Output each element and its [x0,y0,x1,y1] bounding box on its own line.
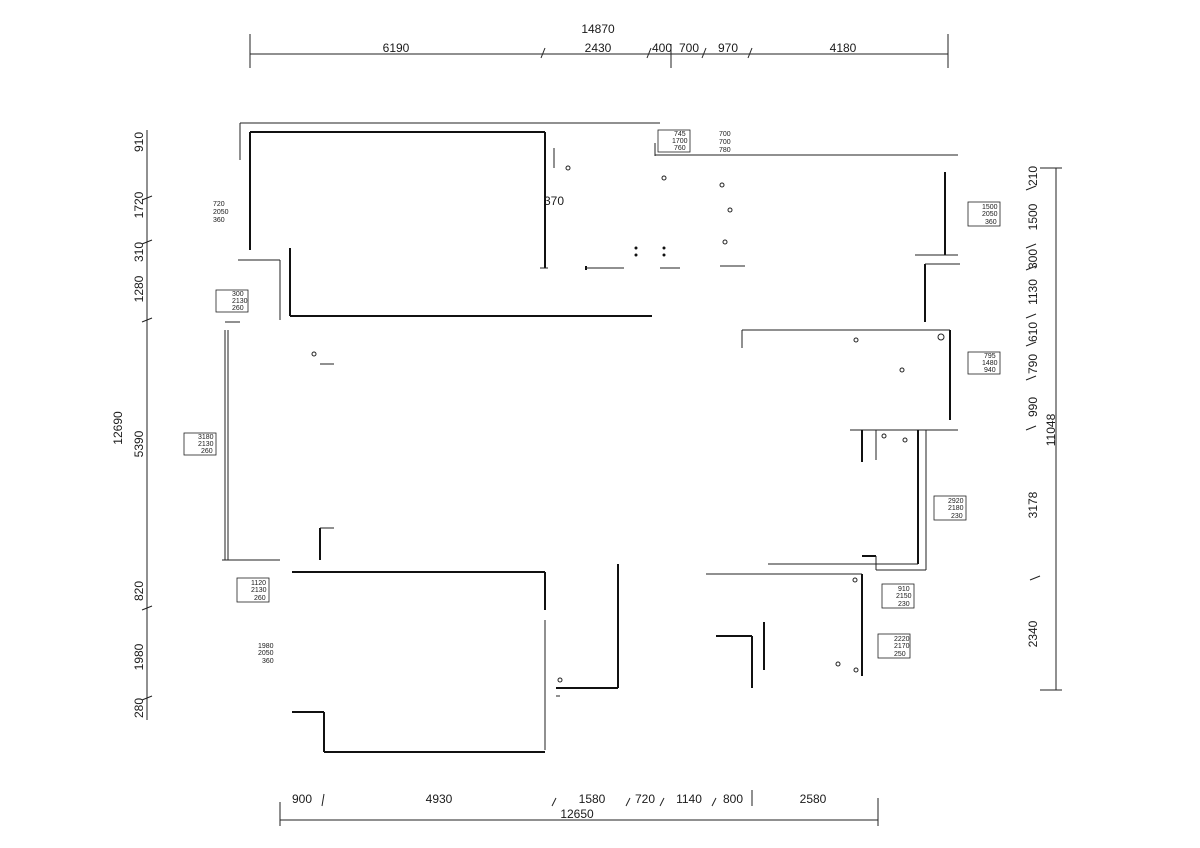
tag-value: 1480 [982,360,998,367]
tag-value: 1500 [982,204,998,211]
right-dimension-7: 990 [1026,397,1040,417]
left-dimension-2: 1720 [132,191,146,218]
left-dimension-1: 910 [132,132,146,152]
tag-value: 910 [898,586,910,593]
tag-value: 230 [951,513,963,520]
right-dimension-6: 790 [1026,354,1040,374]
left-dimension-7: 1980 [132,643,146,670]
window-tag-left-2: 3180 2130 260 [183,432,217,456]
tag-value: 760 [674,145,686,152]
left-dimension-8: 280 [132,698,146,718]
tag-value: 2050 [213,209,229,216]
top-dimension-3: 400 [652,41,672,55]
tag-value: 260 [201,448,213,455]
top-dimension-1: 6190 [383,41,410,55]
tag-value: 2170 [894,643,910,650]
bottom-dimension-5: 1140 [676,792,702,806]
tag-value: 2050 [982,211,998,218]
window-tag-top-mid-a: 745 1700 760 [657,129,691,153]
tag-value: 745 [674,131,686,138]
right-dimension-chain: 210 1500 300 1130 610 790 990 3178 2340 … [1025,166,1062,691]
tag-value: 2150 [896,593,912,600]
right-dimension-3: 300 [1026,249,1040,269]
tag-value: 795 [984,353,996,360]
window-tag-left-4: 1980 2050 360 [258,643,274,665]
tag-value: 360 [985,219,997,226]
top-dimension-2: 2430 [585,41,612,55]
right-dimension-1: 210 [1026,166,1040,186]
tag-value: 230 [898,601,910,608]
right-dimension-8: 3178 [1026,491,1040,518]
bottom-dimension-7: 2580 [800,792,827,806]
left-dimension-3: 310 [132,242,146,262]
window-tag-right-2: 795 1480 940 [967,351,1001,375]
tag-value: 2130 [198,441,214,448]
tag-value: 360 [262,658,274,665]
tag-value: 1120 [251,580,266,587]
annotation-370: 370 [544,194,564,208]
tag-value: 2050 [258,650,274,657]
left-dimension-chain: 910 1720 310 1280 5390 820 1980 280 1269… [111,130,153,720]
tag-value: 720 [213,201,225,208]
tag-value: 260 [254,595,266,602]
left-dimension-5: 5390 [132,430,146,457]
right-dimension-9: 2340 [1026,620,1040,647]
top-dimension-6: 4180 [830,41,857,55]
top-dimension-chain: 14870 6190 2430 400 700 970 4180 [249,22,949,68]
tag-value: 250 [894,651,906,658]
left-total-dimension: 12690 [111,411,125,445]
bottom-total-dimension: 12650 [560,807,594,821]
tag-value: 2130 [251,587,267,594]
tag-value: 2130 [232,298,248,305]
window-tag-right-3: 2920 2180 230 [933,495,967,521]
bottom-dimension-3: 1580 [579,792,606,806]
top-dimension-5: 970 [718,41,738,55]
window-tag-left-1: 300 2130 260 [215,289,249,313]
tag-value: 300 [232,291,244,298]
tag-value: 940 [984,367,996,374]
tag-value: 260 [232,305,244,312]
window-tag-right-4: 910 2150 230 [881,583,915,609]
right-dimension-2: 1500 [1026,203,1040,230]
right-dimension-5: 610 [1026,322,1040,342]
tag-value: 360 [213,217,225,224]
bottom-dimension-2: 4930 [426,792,453,806]
right-dimension-4: 1130 [1026,279,1040,305]
tag-value: 3180 [198,434,214,441]
tag-value: 1700 [672,138,688,145]
tag-value: 780 [719,147,731,154]
window-tag-top-left: 720 2050 360 [213,201,229,224]
tag-value: 700 [719,139,731,146]
window-tag-right-1: 1500 2050 360 [967,201,1001,227]
top-total-dimension: 14870 [581,22,615,36]
tag-value: 1980 [258,643,274,650]
tag-value: 2180 [948,505,964,512]
tag-value: 700 [719,131,731,138]
bottom-dimension-chain: 900 4930 1580 720 1140 800 2580 12650 [279,790,879,826]
bottom-dimension-1: 900 [292,792,312,806]
walls [222,122,960,753]
left-dimension-4: 1280 [132,275,146,302]
left-dimension-6: 820 [132,581,146,601]
tag-value: 2920 [948,498,964,505]
fixture-marks [311,148,945,683]
bottom-dimension-4: 720 [635,792,655,806]
window-tag-left-3: 1120 2130 260 [236,577,270,603]
right-total-dimension: 11048 [1044,413,1058,446]
tag-value: 2220 [894,636,910,643]
top-dimension-4: 700 [679,41,699,55]
window-tag-top-mid-b: 700 700 780 [719,131,731,154]
bottom-dimension-6: 800 [723,792,743,806]
window-tag-right-5: 2220 2170 250 [877,633,911,659]
